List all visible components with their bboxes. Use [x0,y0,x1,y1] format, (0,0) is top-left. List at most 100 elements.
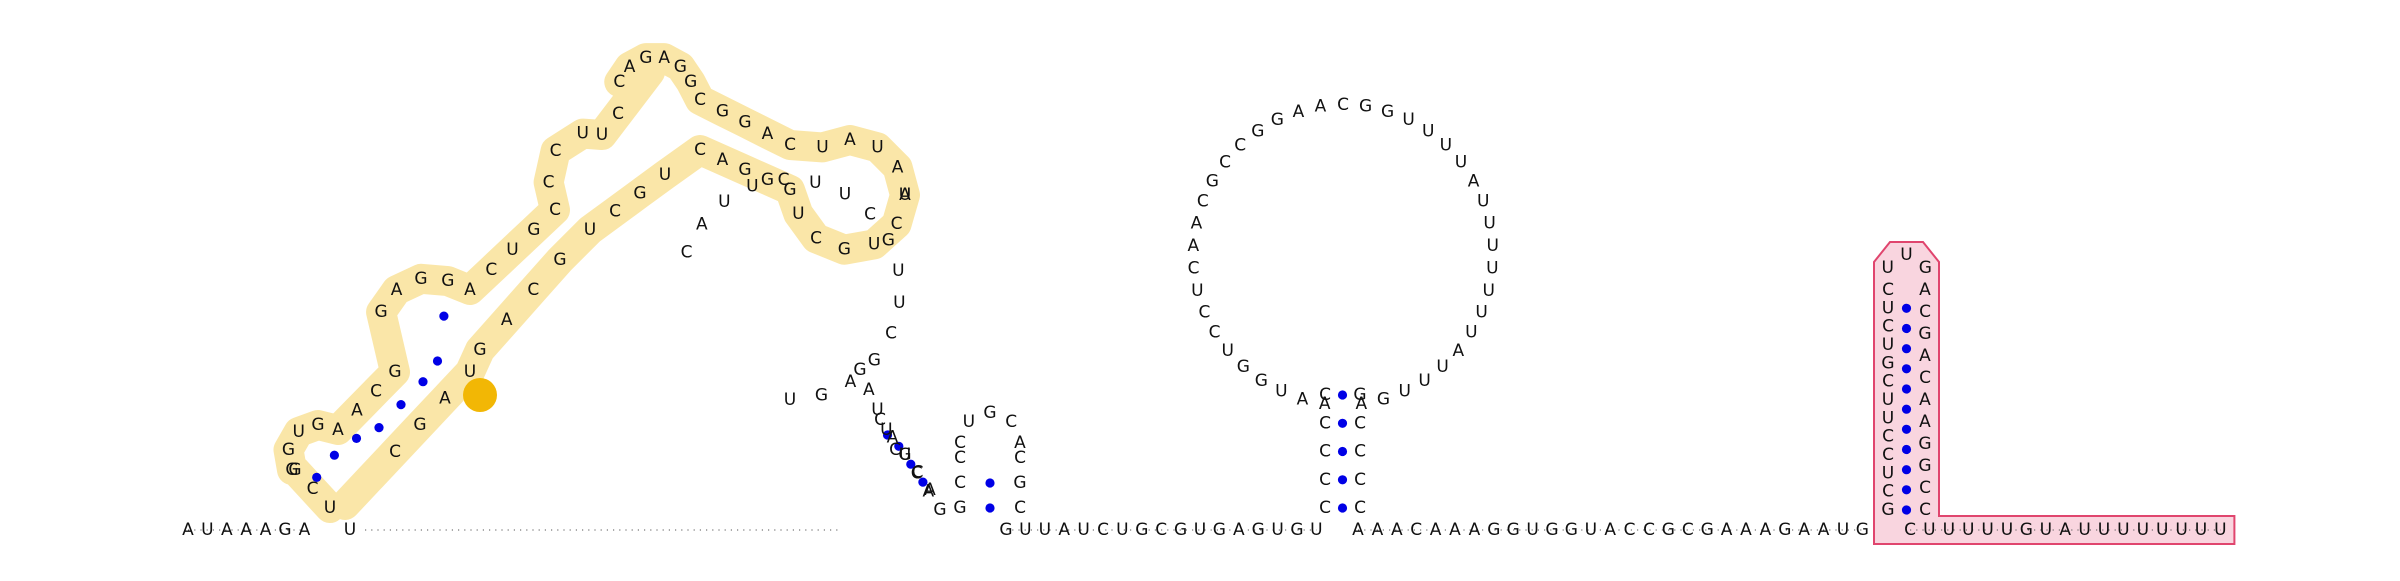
tail-3prime-nt: C [1904,520,1916,540]
orange-stem-right-nt: G [783,180,796,200]
left-hairpin-loop-nt: A [845,372,857,392]
orange-apical-nt: C [784,135,796,155]
left-hairpin-loop-nt: U [892,261,904,281]
orange-stem-right-nt: U [464,362,476,382]
orange-stem-right-nt: G [761,170,774,190]
linker-3prime-nt: C [1624,520,1636,540]
linker-3prime-nt: G [1662,520,1675,540]
small-hairpin-nt: C [1005,412,1017,432]
central-hairpin-loop-nt: U [1486,259,1498,279]
pink-hairpin-pair [1901,364,1912,374]
small-hairpin-nt: G [1013,473,1026,493]
tail-3prime-nt: U [2137,520,2149,540]
orange-stem-left-nt: C [370,381,382,401]
central-hairpin-stem-nt: C [1354,442,1366,462]
orange-apical-nt: G [738,113,751,133]
linker-middle-nt: A [1058,520,1070,540]
tail-3prime-nt: U [2098,520,2110,540]
left-hairpin-stem-nt: A [922,482,934,502]
central-hairpin-stem-nt: C [1354,413,1366,433]
orange-apical-nt: G [716,101,729,121]
pink-hairpin-right-nt: A [1919,390,1931,410]
linker-middle-nt: A [1233,520,1245,540]
central-hairpin-loop-nt: U [1482,281,1494,301]
pink-hairpin-left-nt: U [1882,298,1894,318]
orange-stem-right-nt: C [810,228,822,248]
linker-3prime-nt: A [1352,520,1364,540]
tail-3prime-nt: U [1981,520,1993,540]
orange-stem-right-nt: G [473,340,486,360]
central-hairpin-loop-nt: G [1251,122,1264,142]
central-hairpin-stem-nt: C [1319,385,1331,405]
pink-hairpin-right-nt: A [1919,346,1931,366]
orange-apical-nt: A [658,48,670,68]
orange-apical-nt: G [639,48,652,68]
linker-3prime-nt: A [1721,520,1733,540]
orange-stem-left-nt: C [612,104,624,124]
linker-middle-nt: U [1116,520,1128,540]
tail-5prime-nt: U [201,520,213,540]
tail-5prime-nt: G [278,520,291,540]
linker-3prime-nt: A [1430,520,1442,540]
tail-3prime-nt: U [1962,520,1974,540]
central-hairpin-loop-nt: U [1483,213,1495,233]
left-hairpin-loop-nt: G [815,385,828,405]
central-hairpin-loop-nt: U [1440,136,1452,156]
central-hairpin-pair [1337,418,1348,428]
orange-base-pair [432,356,443,366]
pink-hairpin-left-nt: C [1882,372,1894,392]
linker-3prime-nt: G [1701,520,1714,540]
orange-stem-left-nt: U [576,124,588,144]
orange-stem-left-nt: C [550,141,562,161]
orange-stem-right-nt: G [633,183,646,203]
left-hairpin-pair [906,459,916,469]
pink-hairpin-right-nt: C [1919,478,1931,498]
left-hairpin-stem-nt: G [933,500,946,520]
linker-middle-nt: U [1271,520,1283,540]
left-hairpin-loop-nt: U [718,192,730,212]
linker-3prime-nt: A [1818,520,1830,540]
tail-5prime-nt: A [240,520,252,540]
pink-hairpin-pair [1901,465,1912,475]
linker-3prime-nt: C [1682,520,1694,540]
linker-3prime-nt: G [1545,520,1558,540]
pink-hairpin-loop-nt: G [1919,258,1932,278]
left-hairpin-pair [918,477,928,487]
central-hairpin-loop-nt: G [1271,110,1284,130]
orange-stem-right-nt: C [694,140,706,160]
linker-3prime-nt: A [1372,520,1384,540]
central-hairpin-loop-nt: A [1468,171,1480,191]
central-hairpin-loop-nt: U [1418,371,1430,391]
orange-stem-right-nt: U [899,185,911,205]
linker-3prime-nt: A [1449,520,1461,540]
orange-stem-left-nt: G [285,460,298,480]
small-hairpin-nt: A [1014,433,1026,453]
pink-hairpin-right-nt: C [1919,500,1931,520]
tail-3prime-nt: U [2040,520,2052,540]
orange-stem-right-nt: U [792,204,804,224]
central-hairpin-loop-nt: U [1398,382,1410,402]
central-hairpin-loop-nt: U [1465,323,1477,343]
tail-3prime-nt: U [2195,520,2207,540]
left-hairpin-stem-nt: A [863,380,875,400]
tail-3prime-nt: U [2078,520,2090,540]
linker-3prime-nt: G [1565,520,1578,540]
tail-3prime-nt: U [2214,520,2226,540]
orange-stem-left-nt: U [506,240,518,260]
linker-middle-nt: C [1155,520,1167,540]
central-hairpin-loop-nt: U [1486,236,1498,256]
orange-base-pair [439,311,449,321]
pink-hairpin-loop-nt: U [1881,258,1893,278]
central-hairpin-pair [1337,390,1348,400]
left-hairpin-pair [894,441,904,451]
orange-stem-right-nt: C [389,442,401,462]
tail-5prime-nt: A [260,520,272,540]
central-hairpin-loop-nt: G [1255,371,1268,391]
pink-hairpin-left-nt: U [1882,463,1894,483]
orange-stem-right-nt: A [501,310,513,330]
left-hairpin-loop-nt: A [696,214,708,234]
orange-apical-nt: A [899,185,911,205]
orange-stem-left-nt: G [282,440,295,460]
tail-5prime-nt: A [221,520,233,540]
central-hairpin-loop-nt: U [1475,302,1487,322]
